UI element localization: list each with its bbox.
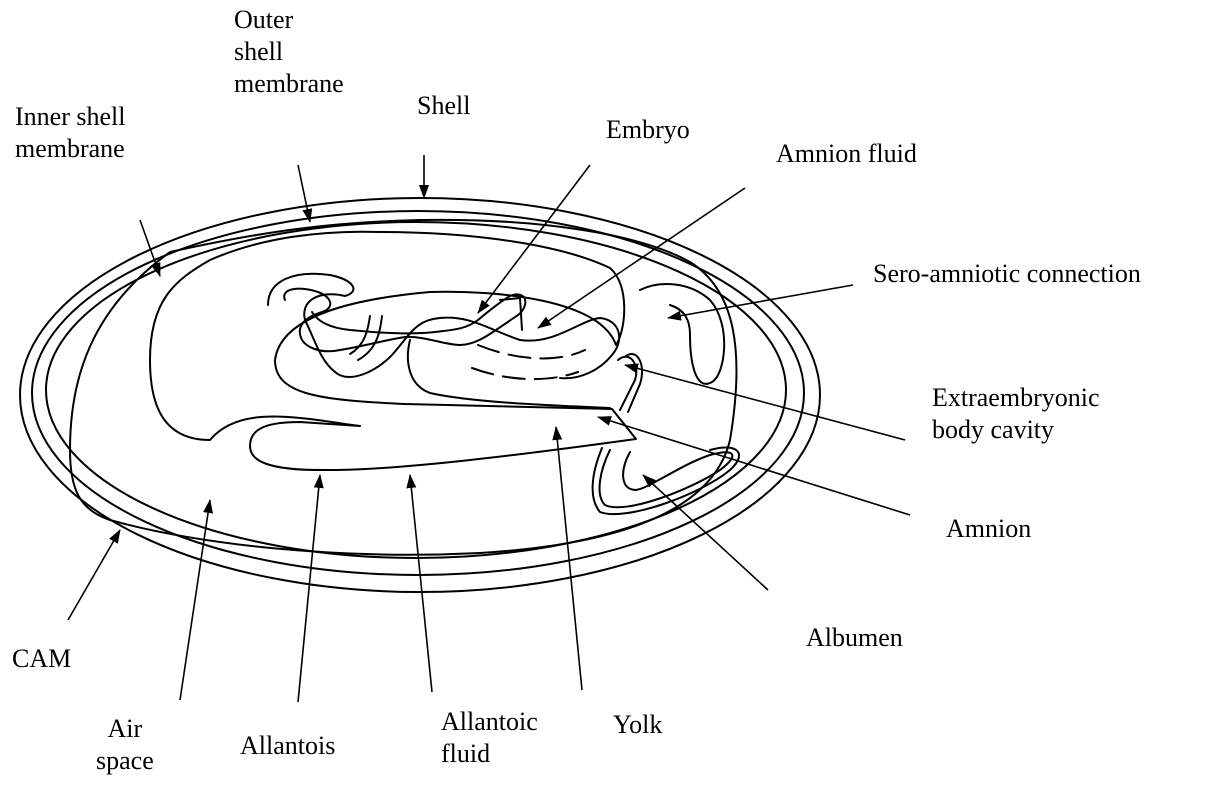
yolk-fold xyxy=(600,450,733,507)
outer-shell-membrane-outline xyxy=(32,211,804,575)
arrow-allantois xyxy=(298,475,320,702)
arrow-albumen xyxy=(643,475,768,590)
label-extraembryonic-line-2: body cavity xyxy=(932,414,1100,446)
arrow-amnion xyxy=(598,417,910,515)
arrow-outer-shell-membrane xyxy=(298,165,310,222)
label-shell: Shell xyxy=(417,90,470,122)
label-air-space-line-2: space xyxy=(96,745,154,777)
amnion-outline xyxy=(268,274,619,379)
amnion-fluid-dashed xyxy=(478,345,585,358)
sero-amniotic-fold xyxy=(640,284,724,384)
label-yolk: Yolk xyxy=(613,709,662,741)
arrow-allantoic-fluid xyxy=(410,475,432,692)
label-outer-shell-membrane-line-3: membrane xyxy=(234,68,344,100)
extraembryonic-fold xyxy=(618,357,636,410)
arrow-air-space xyxy=(180,500,210,700)
label-extraembryonic-line-1: Extraembryonic xyxy=(932,382,1100,414)
embryo-limb-2 xyxy=(358,316,382,360)
shell-outline xyxy=(20,198,820,592)
yolk-fold-2 xyxy=(593,447,739,514)
label-amnion: Amnion xyxy=(946,513,1031,545)
arrow-cam xyxy=(68,530,120,620)
arrow-amnion-fluid xyxy=(538,188,745,328)
label-extraembryonic-body-cavity: Extraembryonic body cavity xyxy=(932,382,1100,446)
label-cam: CAM xyxy=(12,643,71,675)
label-allantois: Allantois xyxy=(240,730,335,762)
label-allantoic-fluid-line-1: Allantoic xyxy=(441,706,538,738)
arrow-extraembryonic xyxy=(625,365,905,440)
label-embryo: Embryo xyxy=(606,114,690,146)
amnion-fold xyxy=(408,340,610,408)
label-outer-shell-membrane-line-1: Outer xyxy=(234,4,344,36)
label-outer-shell-membrane: Outer shell membrane xyxy=(234,4,344,100)
label-inner-shell-membrane-line-2: membrane xyxy=(15,133,125,165)
label-allantoic-fluid-line-2: fluid xyxy=(441,738,538,770)
label-air-space: Air space xyxy=(96,713,154,777)
label-sero-amniotic-connection: Sero-amniotic connection xyxy=(873,258,1141,290)
label-air-space-line-1: Air xyxy=(96,713,154,745)
label-allantoic-fluid: Allantoic fluid xyxy=(441,706,538,770)
label-albumen: Albumen xyxy=(806,622,903,654)
label-amnion-fluid: Amnion fluid xyxy=(776,138,917,170)
label-outer-shell-membrane-line-2: shell xyxy=(234,36,344,68)
label-inner-shell-membrane-line-1: Inner shell xyxy=(15,101,125,133)
allantois-outline xyxy=(150,232,636,470)
label-inner-shell-membrane: Inner shell membrane xyxy=(15,101,125,165)
